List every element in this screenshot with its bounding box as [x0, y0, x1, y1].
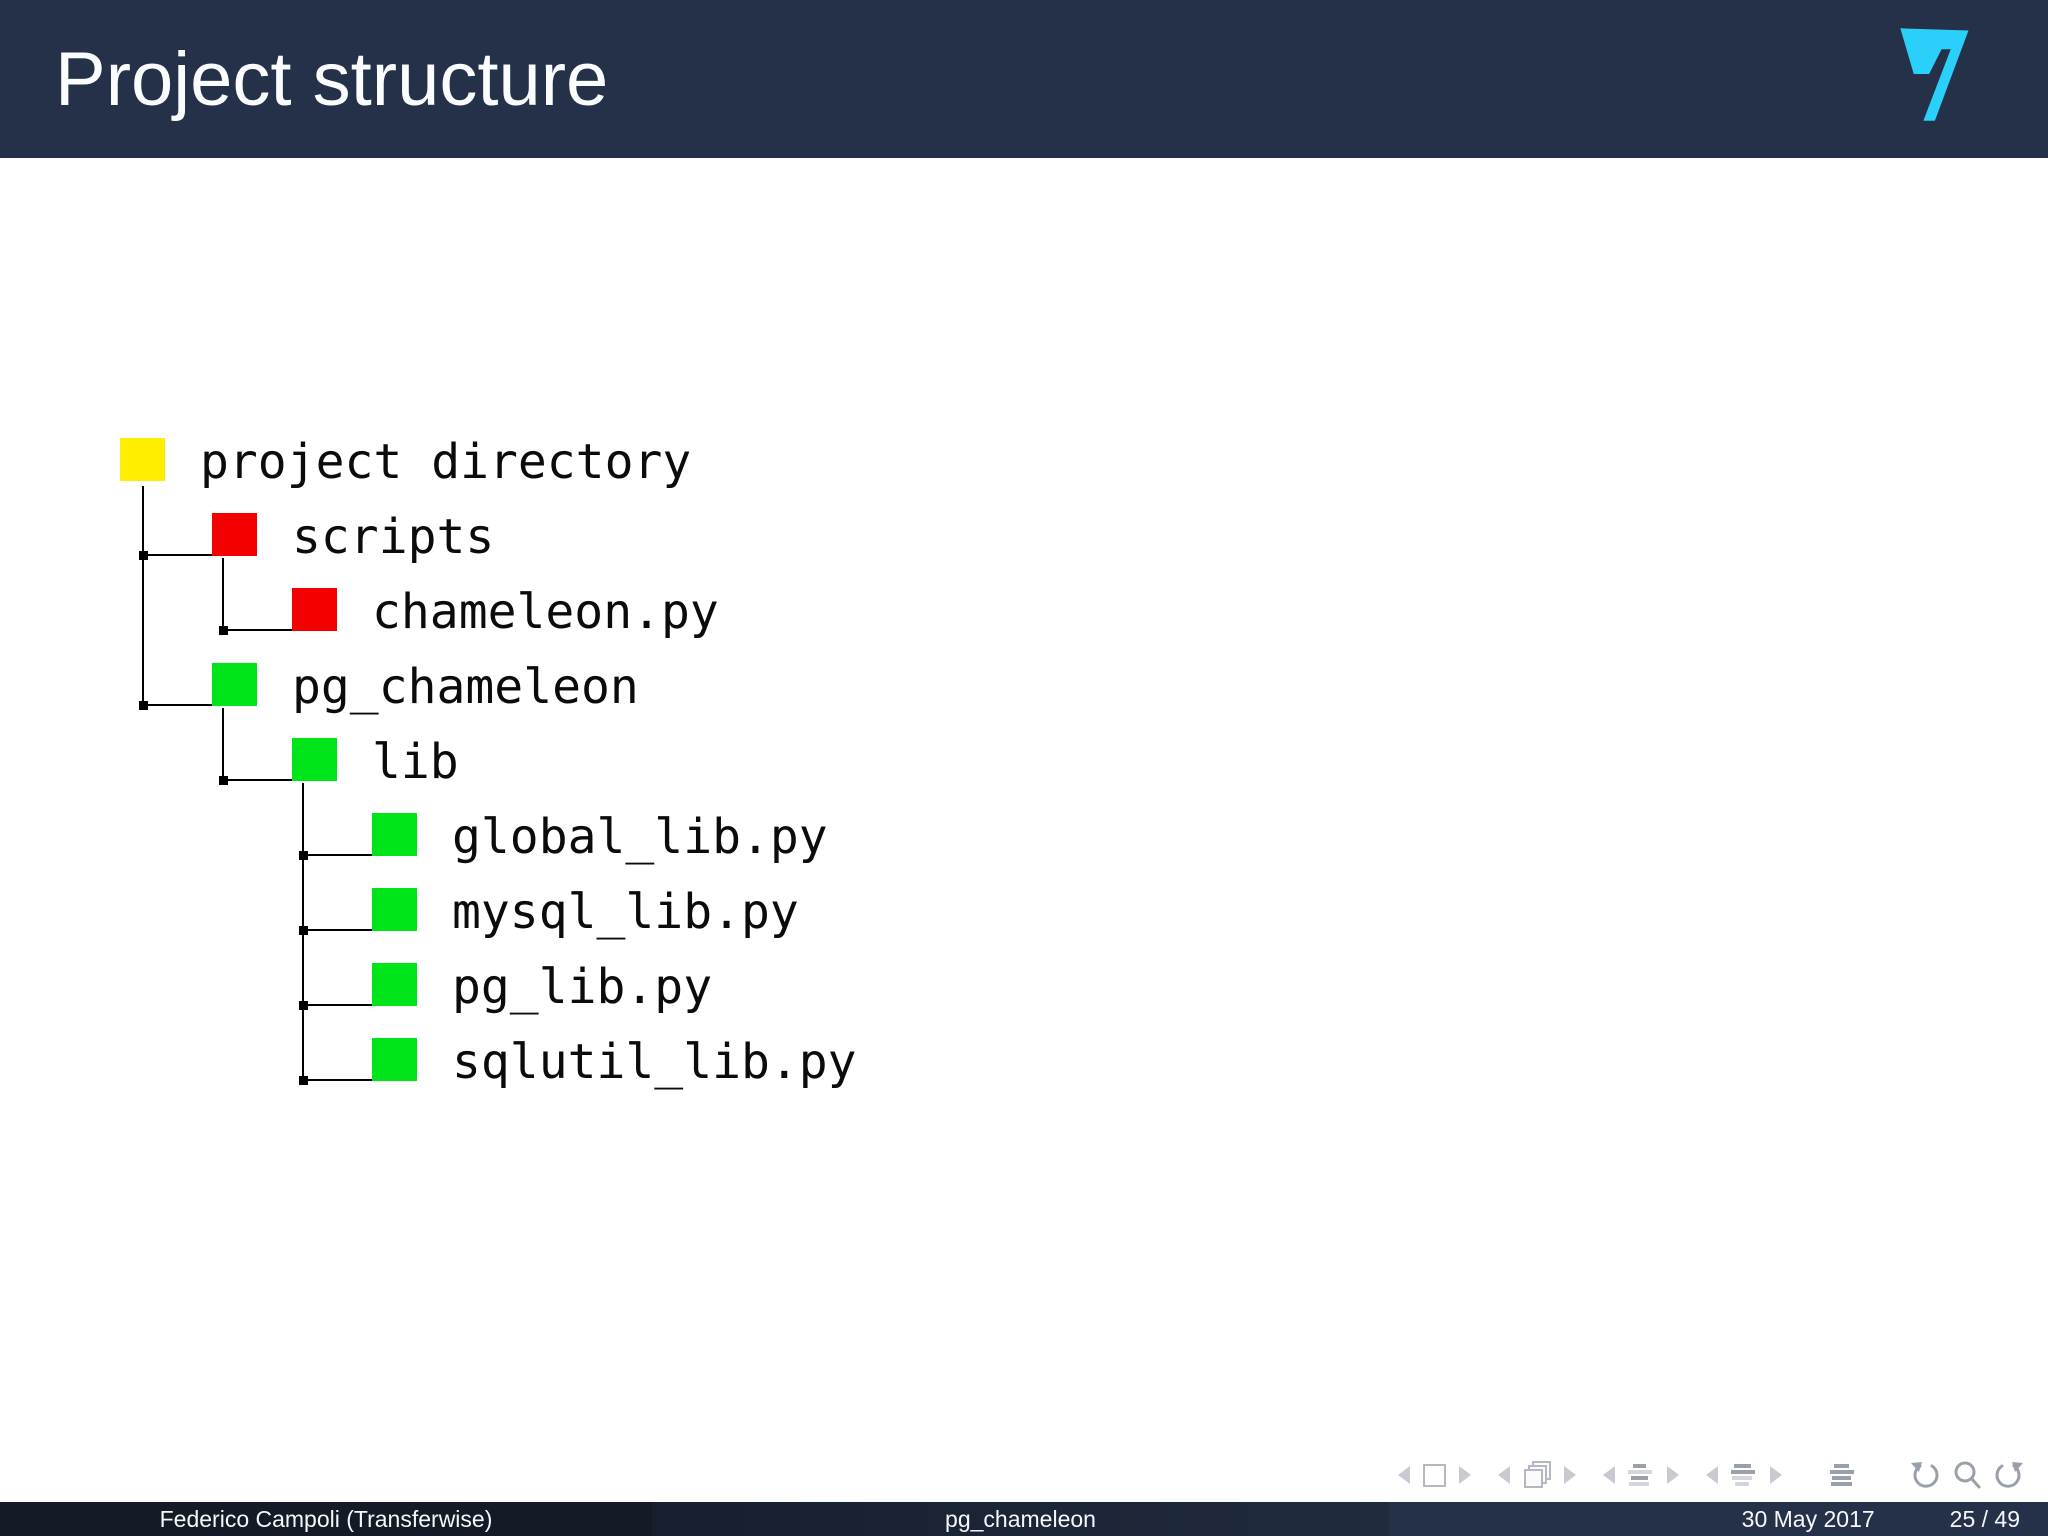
footer-short-title: pg_chameleon — [945, 1505, 1096, 1532]
tree-item-label: mysql_lib.py — [452, 884, 799, 940]
footer-date-segment: 30 May 2017 25 / 49 — [1389, 1502, 2048, 1536]
footer-author: Federico Campoli (Transferwise) — [159, 1505, 493, 1532]
page-title: Project structure — [55, 36, 609, 122]
tree-item-label: project directory — [200, 434, 692, 490]
appendix-list-icon[interactable] — [1830, 1464, 1856, 1486]
tree-connector — [142, 486, 144, 706]
tree-item-project-directory: project directory — [120, 434, 691, 490]
prev-subsection-icon[interactable] — [1603, 1466, 1615, 1484]
file-square-icon — [372, 813, 417, 856]
tree-connector — [222, 779, 292, 781]
tree-connector — [302, 1004, 372, 1006]
tree-item-label: global_lib.py — [452, 809, 828, 865]
beamer-navigation-bar — [1398, 1452, 2026, 1498]
prev-section-icon[interactable] — [1706, 1466, 1718, 1484]
tree-item-lib: lib — [292, 734, 459, 790]
folder-square-icon — [120, 438, 165, 481]
tree-junction-dot — [219, 776, 228, 785]
tree-connector — [222, 629, 292, 631]
tree-junction-dot — [299, 851, 308, 860]
frames-icon[interactable] — [1523, 1461, 1551, 1489]
file-square-icon — [372, 963, 417, 1006]
tree-connector — [222, 708, 224, 781]
next-subsection-icon[interactable] — [1667, 1466, 1679, 1484]
tree-item-label: pg_lib.py — [452, 959, 713, 1015]
tree-item-label: lib — [372, 734, 459, 790]
footer-date: 30 May 2017 — [1741, 1505, 1875, 1532]
tree-item-chameleon-py: chameleon.py — [292, 584, 719, 640]
prev-slide-icon[interactable] — [1398, 1466, 1410, 1484]
tree-connector — [142, 554, 212, 556]
slide-header: Project structure — [0, 0, 2048, 158]
tree-item-label: sqlutil_lib.py — [452, 1034, 857, 1090]
search-icon[interactable] — [1952, 1459, 1982, 1491]
tree-junction-dot — [299, 1001, 308, 1010]
tree-item-sqlutil-lib-py: sqlutil_lib.py — [372, 1034, 857, 1090]
folder-square-icon — [212, 663, 257, 706]
section-list-icon[interactable] — [1731, 1464, 1757, 1486]
tree-item-label: pg_chameleon — [292, 659, 639, 715]
next-section-icon[interactable] — [1770, 1466, 1782, 1484]
footer-frame-number: 25 / 49 — [1949, 1505, 2020, 1532]
file-square-icon — [372, 1038, 417, 1081]
subsection-list-icon[interactable] — [1628, 1464, 1654, 1486]
tree-connector — [302, 1079, 372, 1081]
tree-junction-dot — [299, 926, 308, 935]
tree-item-label: scripts — [292, 509, 495, 565]
tree-connector — [222, 558, 224, 631]
slide-icon[interactable] — [1423, 1463, 1446, 1487]
tree-item-pg-lib-py: pg_lib.py — [372, 959, 712, 1015]
file-square-icon — [372, 888, 417, 931]
tree-item-mysql-lib-py: mysql_lib.py — [372, 884, 799, 940]
tree-junction-dot — [299, 1076, 308, 1085]
prev-frame-icon[interactable] — [1498, 1466, 1510, 1484]
tree-junction-dot — [139, 701, 148, 710]
tree-item-global-lib-py: global_lib.py — [372, 809, 828, 865]
tree-connector — [302, 854, 372, 856]
next-frame-icon[interactable] — [1564, 1466, 1576, 1484]
tree-item-scripts: scripts — [212, 509, 494, 565]
tree-junction-dot — [139, 551, 148, 560]
transferwise-logo-icon — [1900, 28, 1969, 121]
tree-junction-dot — [219, 626, 228, 635]
next-slide-icon[interactable] — [1459, 1466, 1471, 1484]
tree-connector — [142, 704, 212, 706]
history-forward-icon[interactable] — [1992, 1459, 2026, 1491]
folder-square-icon — [212, 513, 257, 556]
file-square-icon — [292, 588, 337, 631]
tree-item-pg-chameleon: pg_chameleon — [212, 659, 639, 715]
tree-connector — [302, 929, 372, 931]
folder-square-icon — [292, 738, 337, 781]
history-back-icon[interactable] — [1908, 1459, 1942, 1491]
footer-author-segment: Federico Campoli (Transferwise) — [0, 1502, 652, 1536]
footer-title-segment: pg_chameleon — [652, 1502, 1389, 1536]
slide-footer: Federico Campoli (Transferwise) pg_chame… — [0, 1502, 2048, 1536]
tree-item-label: chameleon.py — [372, 584, 719, 640]
